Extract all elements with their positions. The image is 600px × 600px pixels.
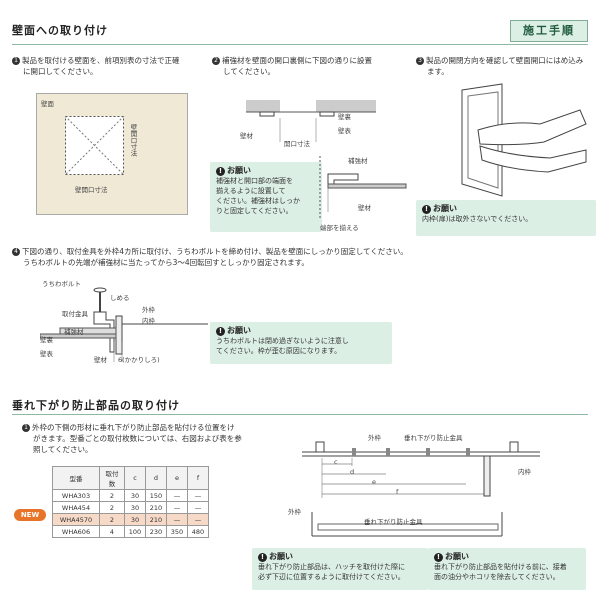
step2-kabeomote-label: 壁表	[338, 127, 351, 135]
step2-note: !お願い 補強材と開口部の端面を 揃えるように設置して ください。補強材はしっか…	[210, 162, 322, 232]
step4-uchiwaku-label: 内枠	[142, 317, 155, 325]
section2-note1: !お願い 垂れ下がり防止部品は、ハッチを取付けた際に 必ず下辺に位置するように取…	[252, 548, 428, 590]
step4-bolt-label: うちわボルト	[42, 280, 81, 288]
wall-label: 壁面	[41, 100, 54, 108]
step2-tanmen-label: 端部を揃える	[320, 224, 359, 232]
section2-number: 1	[22, 424, 30, 432]
section2-sotowaku-label: 外枠	[368, 434, 381, 442]
vertical-dim-label: 壁開口寸法	[129, 124, 137, 157]
step4-kakari-label: 6(かかりしろ)	[118, 356, 160, 364]
section2-note2: !お願い 垂れ下がり防止部品を貼付ける前に、接着 面の油分やホコリを除去してくだ…	[428, 548, 586, 590]
dim-f-label: f	[396, 488, 399, 496]
dim-e-label: e	[372, 478, 376, 486]
section2-diagram	[302, 441, 540, 537]
step2-kabezai2-label: 壁材	[358, 204, 371, 212]
table-header-row: 型番 取付数 c d e f	[52, 466, 209, 490]
step1-number: 1	[12, 57, 20, 65]
step2-side-diagram	[319, 156, 407, 218]
step4-kanagu-label: 取付金具	[62, 310, 88, 318]
opening-diagram	[65, 116, 125, 176]
step4-note: !お願い うちわボルトは閉め過ぎないように注意し てください。枠が歪む原因になり…	[210, 322, 392, 364]
step2-hokyozai-label: 補強材	[348, 157, 368, 165]
step1-diagram: 壁面 壁開口寸法 壁開口寸法	[36, 93, 188, 215]
new-badge: NEW	[14, 509, 46, 521]
step4-kabeura-label: 壁裏	[40, 336, 53, 344]
section2-rule	[12, 414, 588, 415]
page-title: 壁面への取り付け	[12, 24, 108, 37]
exclamation-icon: !	[434, 553, 443, 562]
step2-number: 2	[212, 57, 220, 65]
step4-kabeomote-label: 壁表	[40, 350, 53, 358]
section2-buhin2-label: 垂れ下がり防止金具	[364, 518, 423, 526]
section2-buhin-label: 垂れ下がり防止金具	[404, 434, 463, 442]
step4-number: 4	[12, 248, 20, 256]
step4-diagram	[40, 287, 208, 362]
exclamation-icon: !	[216, 327, 225, 336]
title-rule	[12, 44, 588, 45]
step4-kabezai-label: 壁材	[94, 356, 107, 364]
step2-kabeura-label: 壁裏	[338, 113, 351, 121]
exclamation-icon: !	[258, 553, 267, 562]
procedure-badge: 施工手順	[510, 20, 588, 42]
exclamation-icon: !	[216, 167, 225, 176]
step3-number: 3	[416, 57, 424, 65]
dim-d-label: d	[350, 468, 355, 476]
section2-sotowaku2-label: 外枠	[288, 508, 301, 516]
section2-uchiwaku-label: 内枠	[518, 468, 531, 476]
step2-top-diagram	[246, 100, 376, 142]
step3-illustration	[461, 83, 587, 197]
step2-kabezai-label: 壁材	[240, 132, 253, 140]
step2-kaikou-label: 開口寸法	[284, 140, 310, 148]
step4-sotowaku-label: 外枠	[142, 306, 155, 314]
section2-title: 垂れ下がり防止部品の取り付け	[12, 399, 180, 412]
step4-hokyozai-label: 補強材	[64, 328, 84, 336]
exclamation-icon: !	[422, 205, 431, 214]
step4-shimeru-label: しめる	[110, 294, 130, 302]
horizontal-dim-label: 壁開口寸法	[75, 186, 108, 194]
dim-c-label: c	[334, 458, 338, 466]
step3-note: !お願い 内枠(扉)は取外さないでください。	[416, 200, 596, 236]
